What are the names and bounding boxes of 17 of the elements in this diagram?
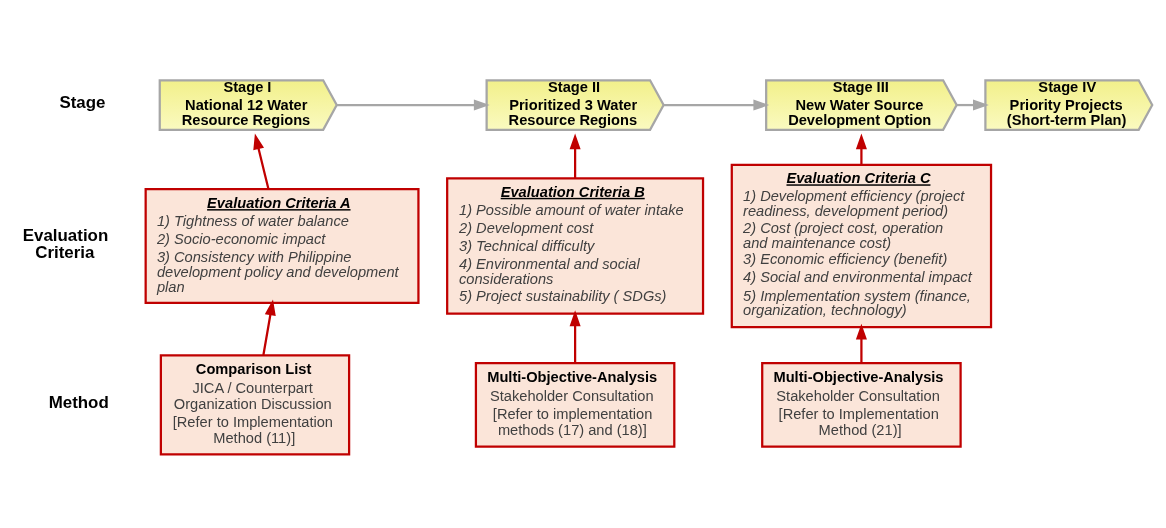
node-box: Multi-Objective-Analysis Stakeholder Consultation [Refer to implementation methods (17) and (18)]	[474, 362, 676, 448]
node-box: Evaluation Criteria A 1) Tightness of water balance 2) Socio-economic impact 3) Consistency with Philippine development policy and development plan	[144, 187, 420, 304]
label: Evaluation Criteria	[22, 226, 109, 263]
arrow	[336, 99, 490, 111]
node-box: Evaluation Criteria C 1) Development efficiency (project readiness, development period) 2) Cost (project cost, operation and maintenance cost) 3) Economic efficiency (benefit) 4) Social and environmental impact 5) Implementation system (finance, organization, technology)	[730, 163, 993, 329]
node-box: Evaluation Criteria B 1) Possible amount of water intake 2) Development cost 3) Technical difficulty 4) Environmental and social considerations 5) Project sustainability ( SDGs)	[446, 177, 705, 315]
node-box: Multi-Objective-Analysis Stakeholder Consultation [Refer to Implementation Method (21)]	[761, 362, 962, 448]
arrow	[855, 133, 867, 165]
label: Method	[48, 392, 109, 412]
arrow	[569, 310, 581, 363]
arrow	[569, 133, 581, 178]
arrow	[262, 299, 276, 356]
node-box: Comparison List JICA / Counterpart Organization Discussion [Refer to Implementation Method (11)]	[159, 354, 351, 456]
arrow	[664, 99, 770, 111]
label: Stage	[59, 92, 106, 112]
arrow	[253, 133, 270, 190]
arrow	[855, 323, 867, 363]
